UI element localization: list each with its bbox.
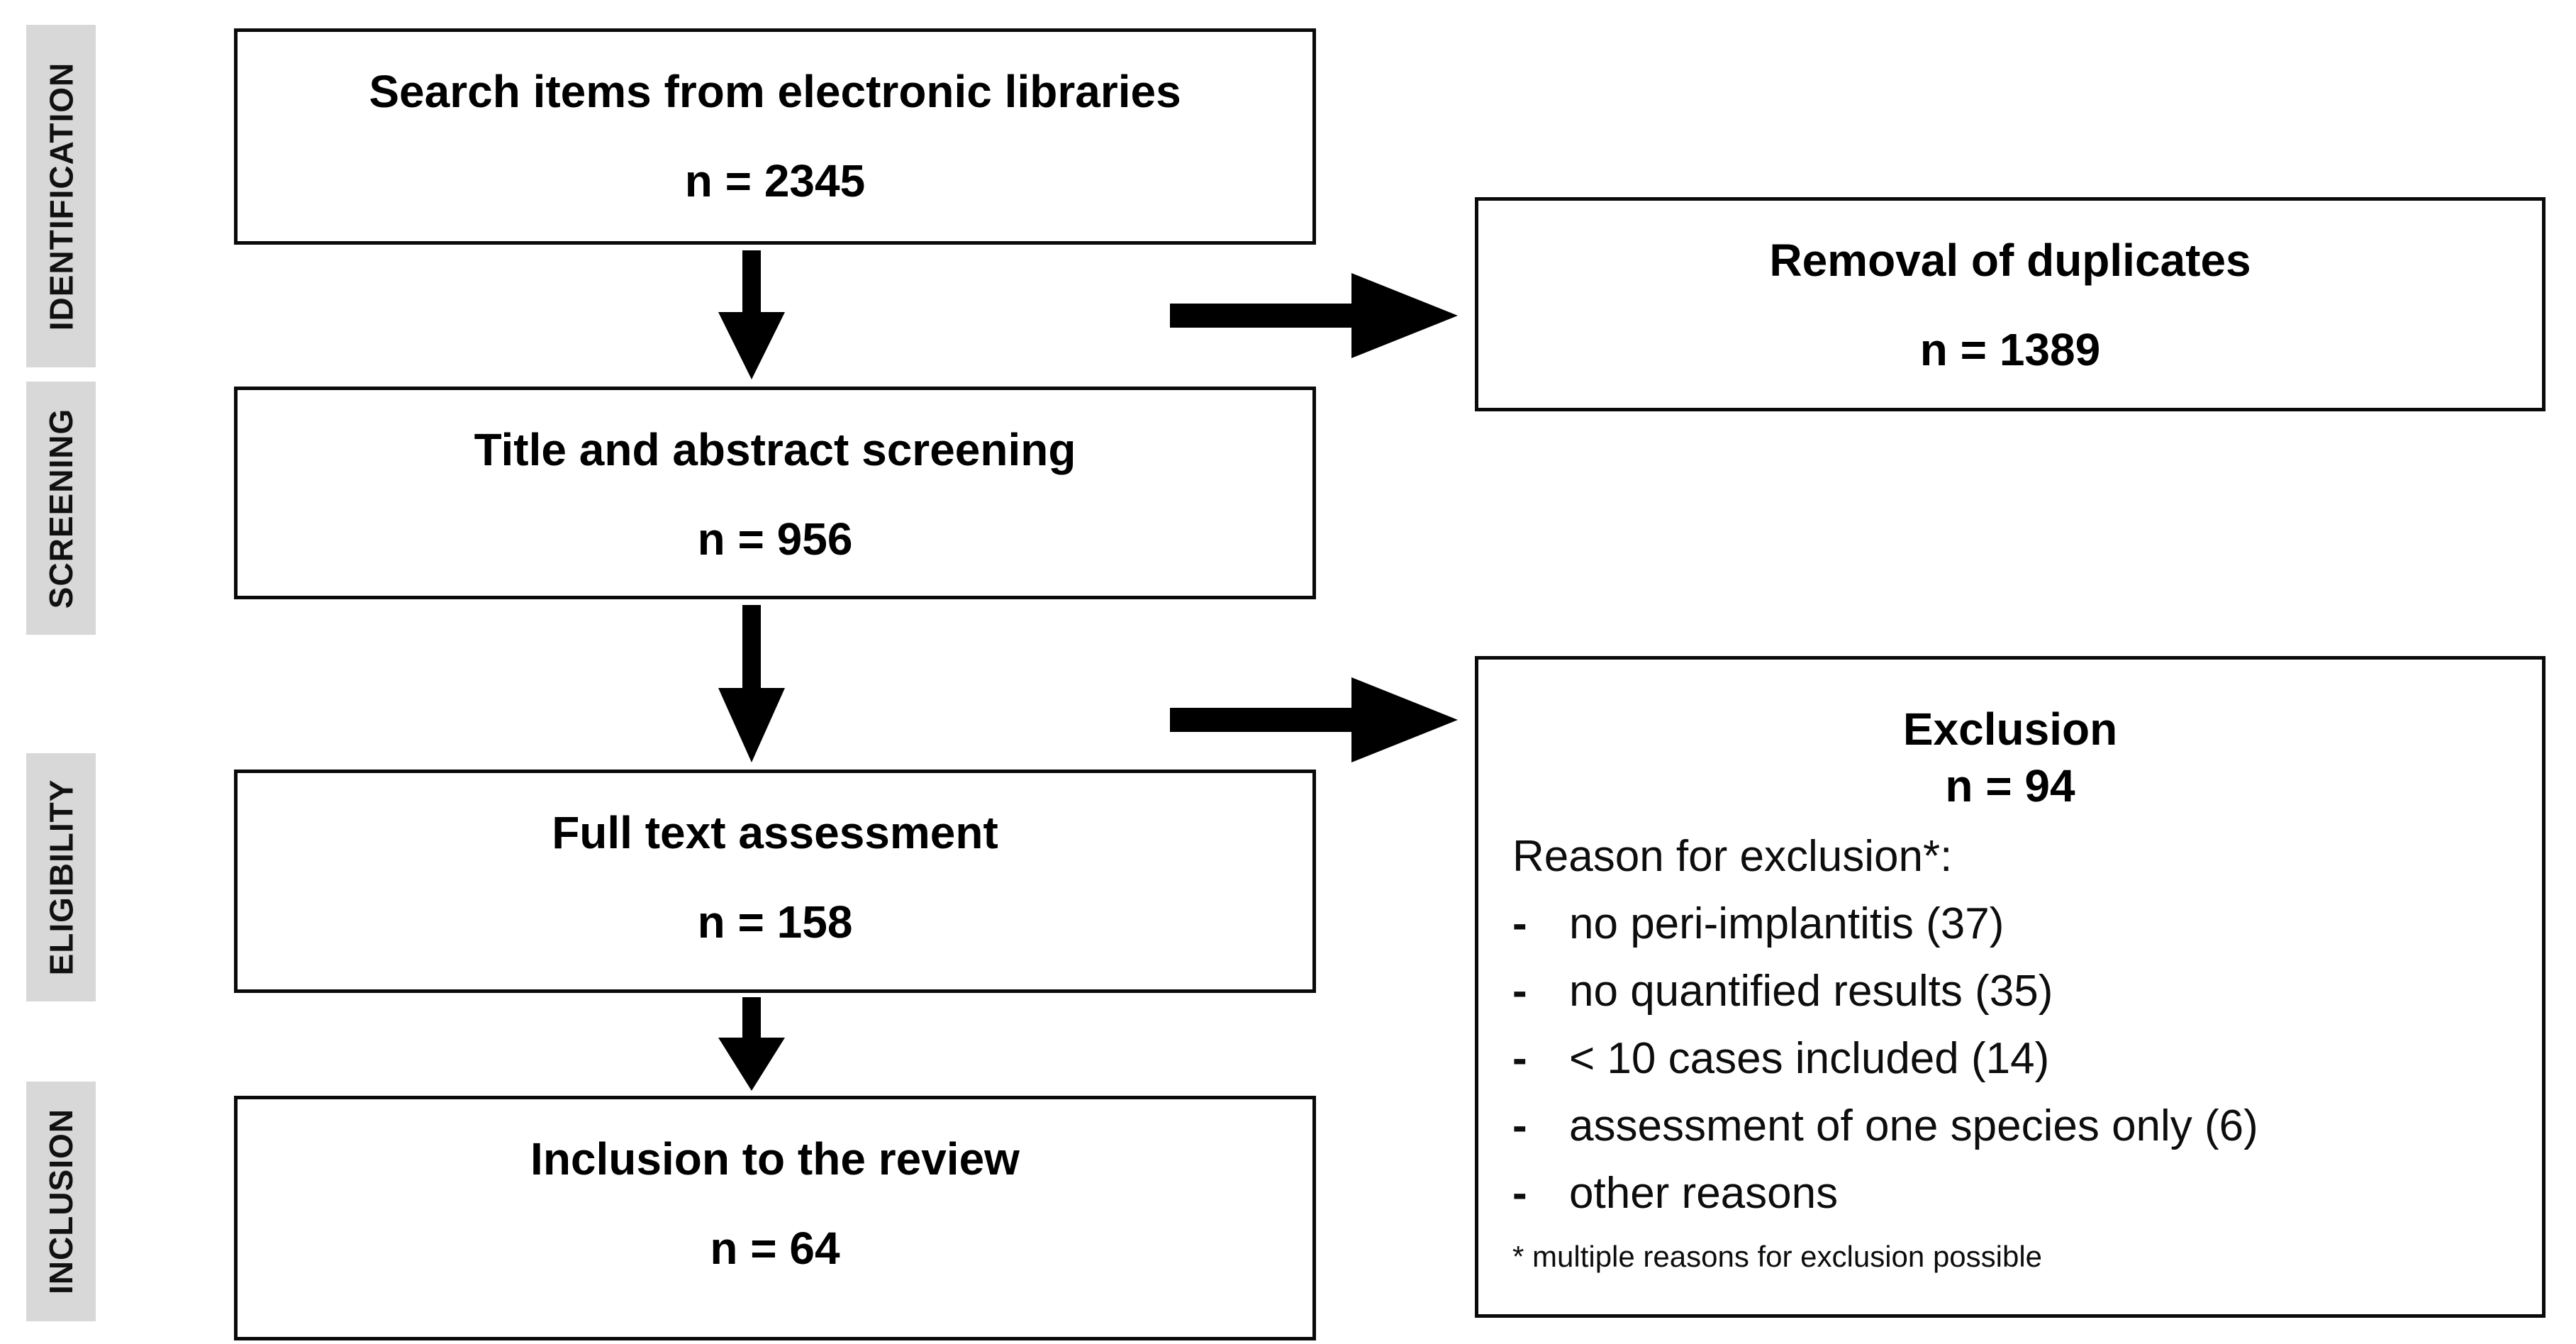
down-arrow-icon xyxy=(716,250,787,379)
bullet-dash: - xyxy=(1512,1034,1527,1083)
stage-label-screening-text: SCREENING xyxy=(43,408,80,609)
exclusion-reason-item: - no quantified results (35) xyxy=(1512,957,2542,1025)
stage-label-screening: SCREENING xyxy=(26,382,96,635)
flow-box-fulltext-title: Full text assessment xyxy=(552,807,998,858)
bullet-dash: - xyxy=(1512,1101,1527,1150)
flow-box-screening-count: n = 956 xyxy=(697,513,853,565)
bullet-dash: - xyxy=(1512,967,1527,1016)
side-box-duplicates: Removal of duplicates n = 1389 xyxy=(1475,197,2546,411)
exclusion-reason-text: no quantified results (35) xyxy=(1569,967,2053,1016)
flow-box-fulltext: Full text assessment n = 158 xyxy=(234,770,1316,993)
flow-box-search-title: Search items from electronic libraries xyxy=(369,66,1181,117)
exclusion-reason-text: < 10 cases included (14) xyxy=(1569,1034,2050,1083)
stage-label-eligibility-text: ELIGIBILITY xyxy=(43,779,79,976)
flow-box-search: Search items from electronic libraries n… xyxy=(234,28,1316,245)
flow-box-screening: Title and abstract screening n = 956 xyxy=(234,387,1316,599)
side-box-duplicates-title: Removal of duplicates xyxy=(1769,235,2251,286)
exclusion-footnote: * multiple reasons for exclusion possibl… xyxy=(1512,1240,2043,1273)
bullet-dash: - xyxy=(1512,1169,1527,1218)
side-box-duplicates-count: n = 1389 xyxy=(1919,324,2101,375)
side-box-exclusion: Exclusion n = 94 Reason for exclusion*: … xyxy=(1475,656,2546,1318)
exclusion-title: Exclusion xyxy=(1902,704,2118,755)
right-arrow-icon xyxy=(1170,674,1458,766)
down-arrow-icon xyxy=(716,997,787,1091)
exclusion-count: n = 94 xyxy=(1945,760,2075,811)
flow-box-fulltext-count: n = 158 xyxy=(697,896,853,948)
bullet-dash: - xyxy=(1512,899,1527,948)
stage-label-inclusion: INCLUSION xyxy=(26,1082,96,1321)
exclusion-reason-item: - assessment of one species only (6) xyxy=(1512,1092,2542,1160)
exclusion-reason-header: Reason for exclusion*: xyxy=(1512,832,1953,881)
exclusion-reason-list: Reason for exclusion*: - no peri-implant… xyxy=(1478,823,2542,1227)
flow-box-inclusion-count: n = 64 xyxy=(710,1223,840,1274)
exclusion-reason-text: assessment of one species only (6) xyxy=(1569,1101,2258,1150)
exclusion-reason-item: - no peri-implantitis (37) xyxy=(1512,890,2542,957)
flow-box-inclusion: Inclusion to the review n = 64 xyxy=(234,1096,1316,1340)
flow-box-screening-title: Title and abstract screening xyxy=(474,424,1076,475)
stage-label-eligibility: ELIGIBILITY xyxy=(26,753,96,1001)
down-arrow-icon xyxy=(716,605,787,762)
stage-label-identification-text: IDENTIFICATION xyxy=(43,62,80,331)
exclusion-reason-item: - < 10 cases included (14) xyxy=(1512,1025,2542,1092)
stage-label-identification: IDENTIFICATION xyxy=(26,25,96,367)
exclusion-reason-item: - other reasons xyxy=(1512,1160,2542,1227)
right-arrow-icon xyxy=(1170,270,1458,362)
flow-box-search-count: n = 2345 xyxy=(684,155,866,206)
flow-box-inclusion-title: Inclusion to the review xyxy=(530,1133,1020,1184)
exclusion-reason-text: no peri-implantitis (37) xyxy=(1569,899,2005,948)
stage-label-inclusion-text: INCLUSION xyxy=(43,1109,79,1294)
exclusion-reason-text: other reasons xyxy=(1569,1169,1839,1218)
